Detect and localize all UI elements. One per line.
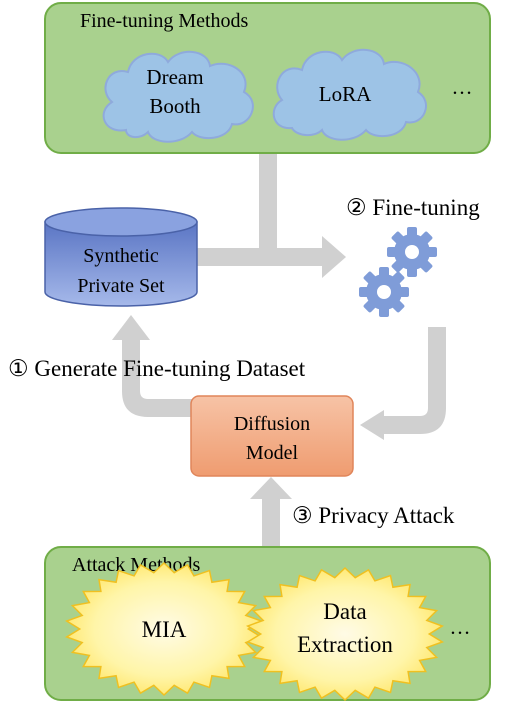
lora-label: LoRA bbox=[319, 82, 372, 106]
diffusion-model-box: Diffusion Model bbox=[190, 395, 354, 477]
model-to-dataset-arrow bbox=[122, 339, 192, 417]
dataset-to-finetune-arrowhead bbox=[322, 236, 346, 278]
synthetic-private-set-cylinder: Synthetic Private Set bbox=[44, 207, 198, 307]
step-finetune-label: ② Fine-tuning bbox=[346, 195, 480, 220]
finetune-to-model-arrow bbox=[382, 327, 446, 434]
mia-label: MIA bbox=[142, 617, 187, 642]
attack-more-ellipsis: … bbox=[450, 615, 471, 639]
fine-tuning-more-ellipsis: … bbox=[452, 75, 473, 99]
step-generate-label: ① Generate Fine-tuning Dataset bbox=[8, 356, 306, 381]
gear-icon bbox=[387, 227, 437, 277]
data-extraction-burst bbox=[245, 566, 445, 702]
data-extraction-label-line1: Data bbox=[323, 599, 366, 624]
attack-to-model-arrow bbox=[262, 497, 280, 549]
model-label-line2: Model bbox=[246, 442, 299, 464]
lora-cloud: LoRA bbox=[272, 48, 427, 141]
dataset-label-line1: Synthetic bbox=[83, 245, 159, 267]
step-attack-label: ③ Privacy Attack bbox=[292, 503, 455, 528]
data-extraction-label-line2: Extraction bbox=[297, 632, 393, 657]
dreambooth-label-line2: Booth bbox=[149, 94, 201, 118]
dreambooth-label-line1: Dream bbox=[146, 65, 203, 89]
dreambooth-cloud: Dream Booth bbox=[102, 50, 254, 143]
model-label-line1: Diffusion bbox=[234, 413, 310, 435]
model-to-dataset-arrowhead bbox=[112, 315, 150, 340]
fine-tuning-methods-panel: Fine-tuning Methods Dream Booth LoRA … bbox=[44, 2, 491, 154]
panel-drop-arrow bbox=[259, 152, 277, 248]
fine-tuning-panel-title: Fine-tuning Methods bbox=[80, 10, 249, 32]
connector-arrows bbox=[112, 152, 446, 549]
attack-methods-panel: Attack Methods MIA Data Extraction … bbox=[44, 546, 491, 702]
dataset-label-line2: Private Set bbox=[77, 275, 165, 297]
attack-to-model-arrowhead bbox=[250, 477, 292, 499]
dataset-to-finetune-arrow bbox=[197, 248, 329, 266]
mia-burst bbox=[64, 561, 264, 697]
gear-icon bbox=[359, 267, 409, 317]
finetune-to-model-arrowhead bbox=[360, 410, 384, 440]
